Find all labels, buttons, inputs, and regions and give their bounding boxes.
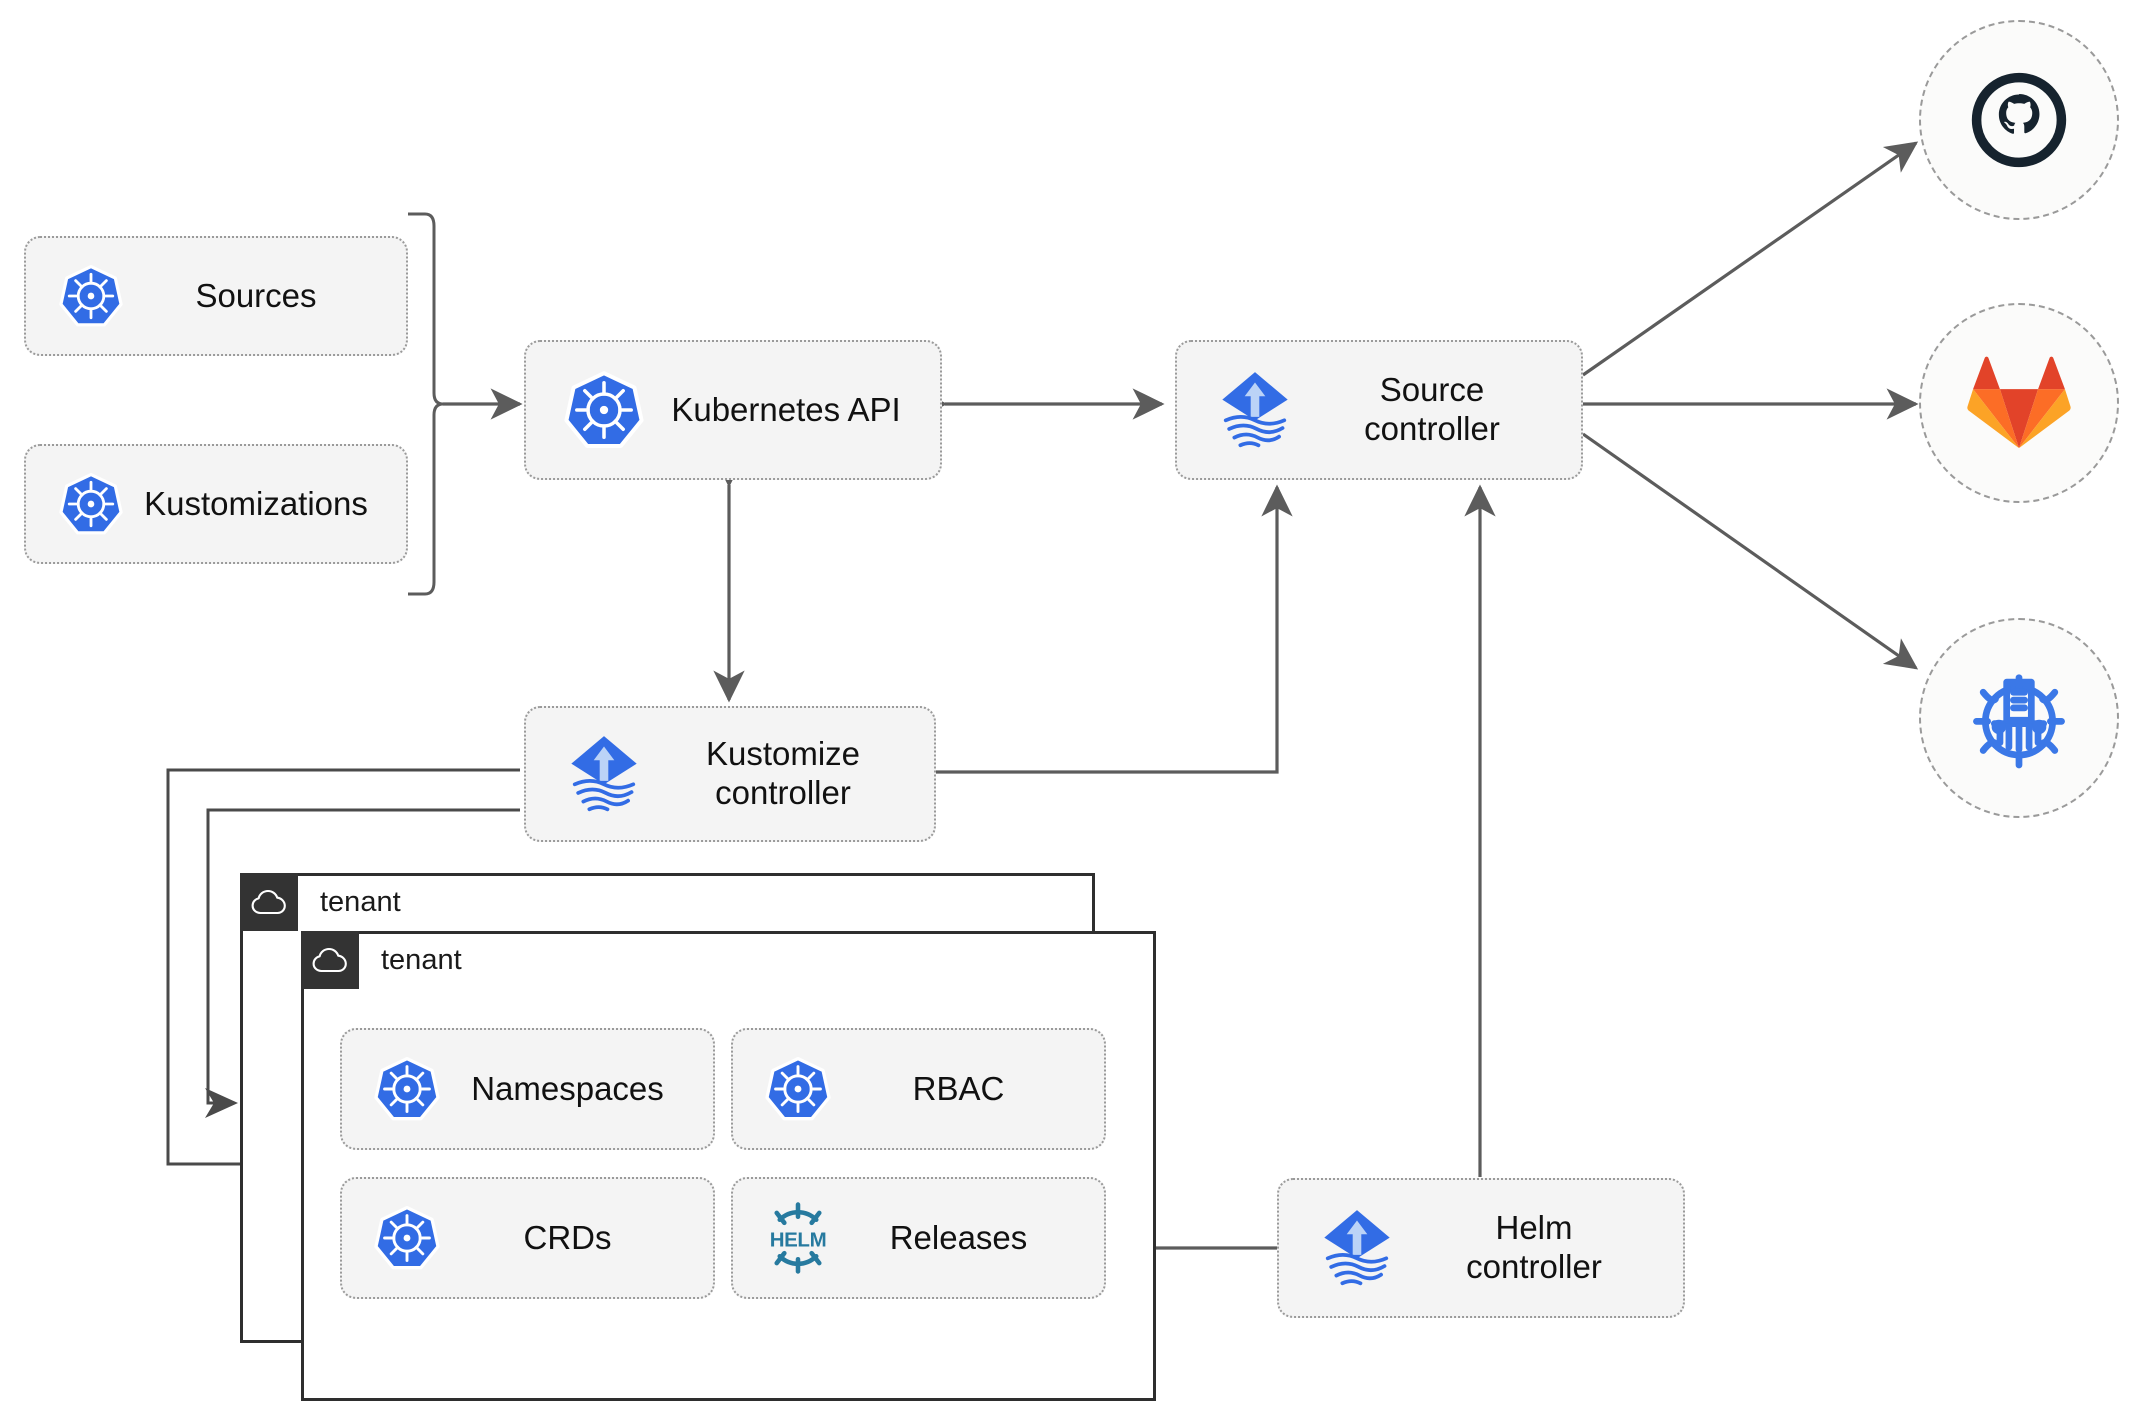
node-rbac[interactable]: RBAC bbox=[731, 1028, 1106, 1150]
node-namespaces[interactable]: Namespaces bbox=[340, 1028, 715, 1150]
node-sources-label: Sources bbox=[195, 276, 317, 314]
cloud-icon bbox=[301, 931, 359, 989]
external-source-helm-repository[interactable] bbox=[1919, 618, 2119, 818]
kubernetes-icon bbox=[759, 1056, 837, 1122]
external-source-github[interactable] bbox=[1919, 20, 2119, 220]
node-rbac-label: RBAC bbox=[912, 1069, 1005, 1107]
helm-repository-icon bbox=[1973, 674, 2065, 769]
tenant-back-header: tenant bbox=[240, 873, 401, 931]
node-releases[interactable]: HELM Releases bbox=[731, 1177, 1106, 1299]
node-kubernetes-api-label: Kubernetes API bbox=[671, 390, 901, 428]
github-icon bbox=[1971, 72, 2067, 168]
wire-source-to-github bbox=[1582, 141, 1919, 377]
wire-kustomize-to-source bbox=[935, 484, 1293, 774]
flux-icon bbox=[1309, 1205, 1405, 1291]
helm-icon: HELM bbox=[759, 1200, 837, 1276]
node-kustomize-controller[interactable]: Kustomize controller bbox=[524, 706, 936, 842]
tenant-back-label: tenant bbox=[320, 885, 401, 918]
kubernetes-icon bbox=[556, 370, 652, 450]
node-kubernetes-api[interactable]: Kubernetes API bbox=[524, 340, 942, 480]
node-crds[interactable]: CRDs bbox=[340, 1177, 715, 1299]
node-helm-controller-label: Helm controller bbox=[1466, 1209, 1602, 1285]
tenant-panel-front[interactable]: tenant bbox=[301, 931, 1156, 1401]
gitlab-icon bbox=[1967, 356, 2071, 449]
node-source-controller[interactable]: Source controller bbox=[1175, 340, 1583, 480]
wire-source-to-helm-repository bbox=[1582, 432, 1919, 670]
bracket-custom-resources bbox=[408, 212, 444, 596]
node-namespaces-label: Namespaces bbox=[471, 1069, 664, 1107]
kubernetes-icon bbox=[368, 1056, 446, 1122]
tenant-front-label: tenant bbox=[381, 943, 462, 976]
svg-text:HELM: HELM bbox=[770, 1228, 827, 1251]
node-sources[interactable]: Sources bbox=[24, 236, 408, 356]
flux-icon bbox=[556, 731, 652, 817]
node-kustomize-controller-label: Kustomize controller bbox=[705, 735, 861, 811]
node-source-controller-label: Source controller bbox=[1364, 371, 1500, 447]
cloud-icon bbox=[240, 873, 298, 931]
kubernetes-icon bbox=[52, 472, 130, 536]
kubernetes-icon bbox=[52, 264, 130, 328]
node-helm-controller[interactable]: Helm controller bbox=[1277, 1178, 1685, 1318]
external-source-gitlab[interactable] bbox=[1919, 303, 2119, 503]
node-releases-label: Releases bbox=[889, 1218, 1028, 1256]
node-crds-label: CRDs bbox=[523, 1218, 612, 1256]
kubernetes-icon bbox=[368, 1205, 446, 1271]
node-kustomizations[interactable]: Kustomizations bbox=[24, 444, 408, 564]
tenant-front-header: tenant bbox=[301, 931, 462, 989]
node-kustomizations-label: Kustomizations bbox=[144, 484, 368, 522]
flux-icon bbox=[1207, 367, 1303, 453]
